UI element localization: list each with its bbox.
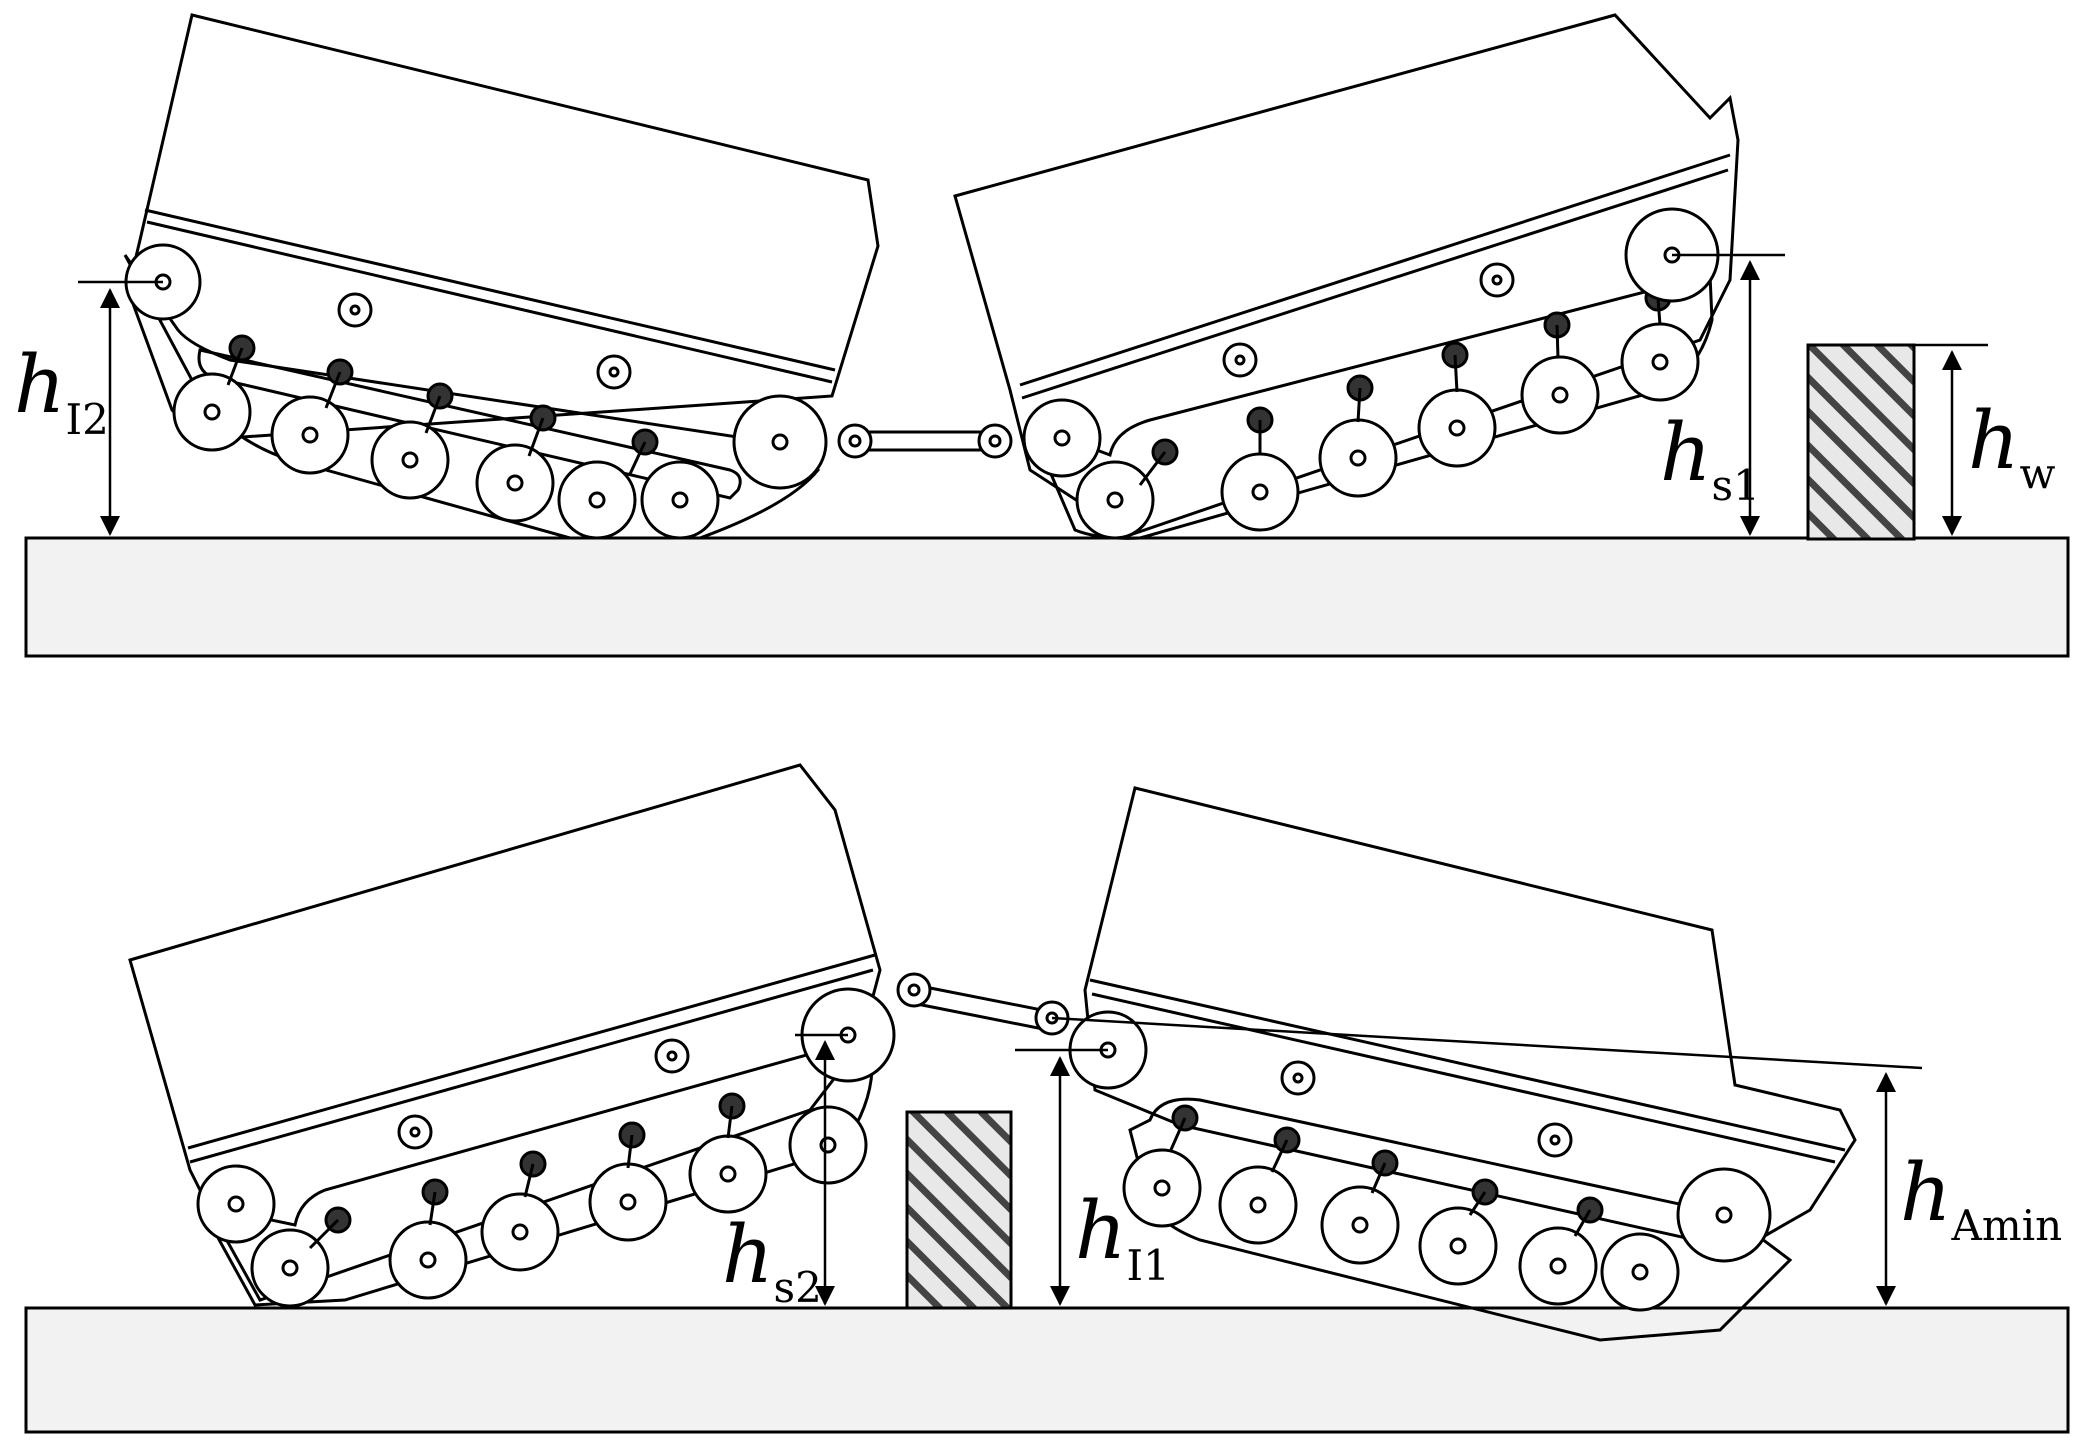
vehicle-rear-unit-bottom: [128, 763, 896, 1308]
wall-obstacle-top: [1806, 343, 1916, 541]
idler-wheel: [1022, 398, 1102, 478]
road-wheels: [172, 372, 720, 540]
hull-rail-2: [1021, 168, 1729, 400]
road-wheels: [1122, 1148, 1680, 1312]
label-h-s2: hs2: [722, 1208, 822, 1312]
label-h-i2: hI2: [14, 338, 109, 444]
suspension-arms: [308, 1092, 746, 1250]
return-rollers: [337, 292, 632, 390]
dimension-lines-bottom: [795, 1016, 1923, 1306]
return-rollers: [1280, 1060, 1573, 1158]
ground-top: [24, 536, 2070, 658]
vehicle-front-unit-top: [953, 13, 1740, 540]
label-h-amin: hAmin: [1900, 1146, 2062, 1250]
rear-sprocket: [1676, 1167, 1772, 1263]
hull-rail: [187, 953, 876, 1150]
label-h-w: hw: [1968, 394, 2056, 498]
dimension-lines-top: [78, 253, 1988, 536]
hull-body: [126, 13, 880, 442]
vehicle-front-unit-bottom: [1068, 786, 1857, 1342]
hull-rail-2: [189, 968, 874, 1164]
suspension-arms: [226, 334, 659, 475]
articulation-link-top: [837, 423, 1013, 459]
hull-rail-2: [1091, 992, 1836, 1164]
label-h-i1: hI1: [1075, 1184, 1170, 1290]
vehicle-rear-unit-top: [123, 13, 880, 540]
wall-obstacle-bottom: [905, 1110, 1013, 1310]
hull-rail-2: [146, 220, 833, 384]
dimension-labels: hI2 hs1 hw hs2 hI1 hAmin: [14, 338, 2062, 1312]
suspension-beam: [197, 348, 742, 500]
label-h-s1: hs1: [1660, 406, 1760, 510]
tangent-line: [1051, 1016, 1923, 1070]
return-rollers: [1222, 262, 1515, 378]
hull-rail: [1089, 978, 1846, 1152]
return-rollers: [397, 1038, 690, 1150]
drive-sprocket: [732, 394, 828, 490]
articulation-link-bottom: [896, 972, 1070, 1036]
ground-bottom: [24, 1306, 2070, 1434]
suspension-arms: [1168, 1104, 1604, 1237]
hull-rail: [1019, 153, 1731, 387]
road-wheels: [1075, 322, 1700, 540]
bottom-scene: [24, 763, 2070, 1434]
hull-rail: [144, 208, 836, 372]
top-scene: [24, 13, 2070, 658]
